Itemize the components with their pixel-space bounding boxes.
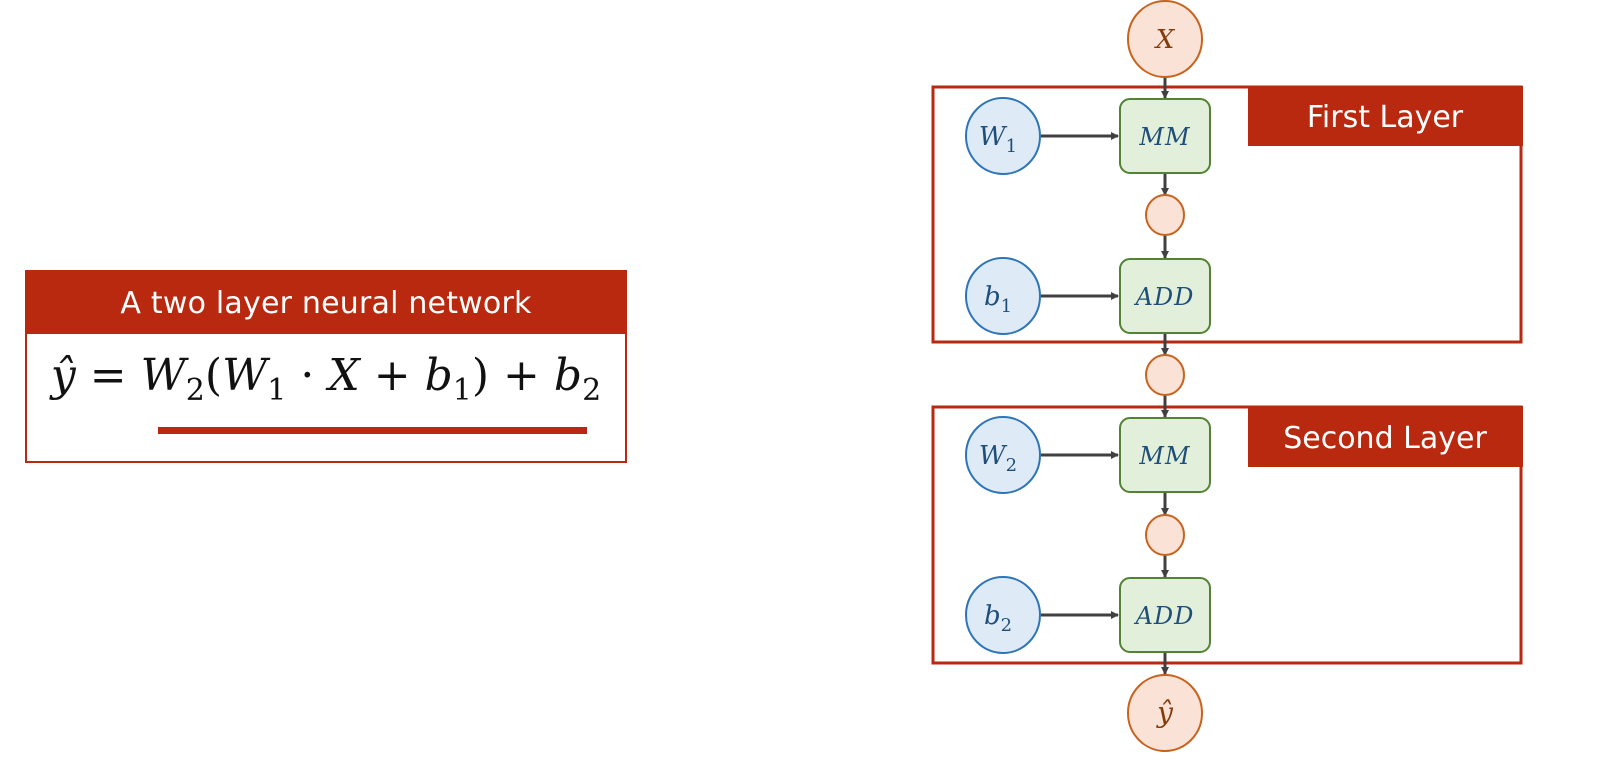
svg-text:b1: b1: [984, 282, 1012, 317]
formula-underline: [158, 427, 587, 434]
param-arrows: [1041, 132, 1119, 619]
w1-label: W: [979, 122, 1008, 152]
w2-label: W: [979, 441, 1008, 471]
svg-text:b2: b2: [984, 601, 1012, 636]
formula-w1: W1: [222, 349, 287, 408]
w1-subscript: 1: [1006, 136, 1017, 157]
first-layer-label-box: [1248, 86, 1523, 146]
w1-param-node: W1: [965, 97, 1041, 175]
second-layer-label-box: [1248, 406, 1523, 467]
equation-formula: ŷ = W2(W1 · X + b1) + b2: [27, 334, 625, 416]
formula-plus-2: +: [503, 349, 540, 401]
b1-label: b: [984, 282, 1001, 312]
formula-w2: W2: [140, 349, 205, 408]
equation-panel-title: A two layer neural network: [27, 272, 625, 334]
formula-plus-1: +: [373, 349, 411, 401]
second-layer-frame: [931, 405, 1523, 665]
mm2-label: MM: [1138, 442, 1191, 470]
hidden3-tensor-node: [1145, 514, 1185, 556]
formula-x: X: [328, 349, 360, 401]
input-node-x: X: [1127, 0, 1203, 78]
first-layer-group: First Layer: [931, 85, 1523, 344]
svg-text:W2: W2: [979, 441, 1017, 476]
second-layer-group: Second Layer: [931, 405, 1523, 665]
b2-subscript: 2: [1001, 615, 1012, 636]
hidden2-tensor-node: [1145, 354, 1185, 396]
formula-yhat: ŷ: [50, 349, 76, 401]
formula-equals: =: [89, 349, 127, 401]
first-layer-label: First Layer: [1307, 100, 1464, 135]
w2-subscript: 2: [1006, 455, 1017, 476]
mm1-label: MM: [1138, 123, 1191, 151]
mm2-op-node: MM: [1119, 417, 1211, 493]
formula-b1: b1: [424, 349, 472, 408]
b2-label: b: [984, 601, 1001, 631]
mm1-op-node: MM: [1119, 98, 1211, 174]
b1-param-node: b1: [965, 257, 1041, 335]
add1-label: ADD: [1134, 283, 1195, 311]
b1-subscript: 1: [1001, 296, 1012, 317]
svg-text:W1: W1: [979, 122, 1017, 157]
add1-op-node: ADD: [1119, 258, 1211, 334]
formula-close-paren: ): [471, 349, 490, 401]
formula-b2: b2: [553, 349, 602, 408]
add2-label: ADD: [1134, 602, 1195, 630]
second-layer-label: Second Layer: [1283, 421, 1487, 456]
hidden1-tensor-node: [1145, 194, 1185, 236]
output-node-label: ŷ: [1155, 696, 1174, 729]
formula-open-paren: (: [204, 349, 223, 401]
equation-panel: A two layer neural network ŷ = W2(W1 · X…: [25, 270, 627, 463]
input-node-label: X: [1154, 25, 1176, 55]
add2-op-node: ADD: [1119, 577, 1211, 653]
b2-param-node: b2: [965, 576, 1041, 654]
first-layer-frame: [931, 85, 1523, 344]
formula-dot: ·: [300, 349, 315, 401]
output-node-yhat: ŷ: [1127, 674, 1203, 752]
w2-param-node: W2: [965, 416, 1041, 494]
